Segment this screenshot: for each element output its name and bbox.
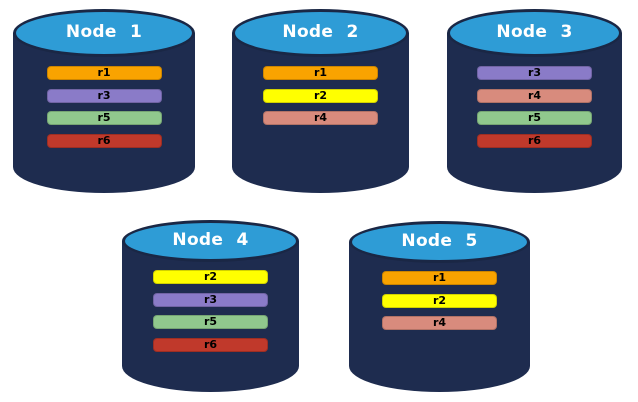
node-cylinder-4: Node 4 r2 r3 r5 r6 [122,220,299,392]
replica-list: r2 r3 r5 r6 [122,270,299,352]
replica-bar-r3: r3 [477,66,592,80]
replica-bar-r4: r4 [477,88,592,103]
node-cylinder-3: Node 3 r3 r4 r5 r6 [447,9,622,193]
replica-bar-r2: r2 [153,270,268,284]
cylinder-top-ellipse: Node 1 [13,9,195,57]
cylinder-top-ellipse: Node 2 [232,9,409,57]
replica-bar-r4: r4 [382,316,497,330]
replica-bar-r5: r5 [46,111,162,125]
replica-bar-r1: r1 [382,271,497,285]
node-label: Node 3 [496,22,573,42]
node-cylinder-1: Node 1 r1 r3 r5 r6 [13,9,195,193]
replica-bar-r4: r4 [263,111,378,125]
replica-bar-r6: r6 [477,133,592,148]
replica-list: r3 r4 r5 r6 [447,66,622,148]
cylinder-top-ellipse: Node 5 [349,221,530,263]
replica-bar-r6: r6 [153,337,268,352]
node-label: Node 5 [401,231,478,251]
node-cylinder-5: Node 5 r1 r2 r4 [349,221,530,392]
replica-list: r1 r2 r4 [349,271,530,330]
cylinder-top-ellipse: Node 3 [447,9,622,57]
replica-list: r1 r2 r4 [232,66,409,125]
replica-list: r1 r3 r5 r6 [13,66,195,148]
replica-bar-r1: r1 [263,66,378,80]
node-label: Node 4 [172,230,249,250]
cylinder-top-ellipse: Node 4 [122,220,299,262]
replica-bar-r1: r1 [46,66,162,80]
replica-bar-r2: r2 [382,293,497,308]
replica-bar-r5: r5 [153,315,268,329]
replica-bar-r6: r6 [46,133,162,148]
node-cylinder-2: Node 2 r1 r2 r4 [232,9,409,193]
node-label: Node 2 [282,22,359,42]
replica-bar-r5: r5 [477,111,592,125]
replica-bar-r3: r3 [46,88,162,103]
replica-bar-r2: r2 [263,88,378,103]
replica-bar-r3: r3 [153,292,268,307]
node-label: Node 1 [65,22,143,42]
